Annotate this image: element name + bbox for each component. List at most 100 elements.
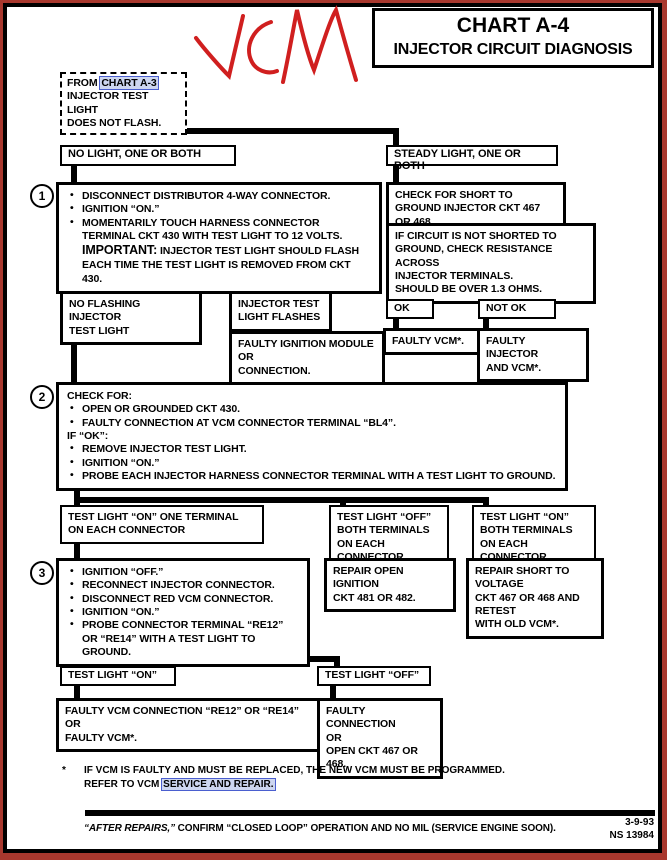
faulty-connection-line: OPEN CKT 467 OR 468. <box>326 744 418 771</box>
footnote: * IF VCM IS FAULTY AND MUST BE REPLACED,… <box>62 764 602 792</box>
important-label: IMPORTANT: <box>82 243 158 258</box>
start-from-text: FROM <box>67 77 101 89</box>
connector-line <box>71 320 77 390</box>
scribble-letter-v <box>194 14 245 80</box>
repair-open-line: REPAIR OPEN IGNITION <box>333 565 404 591</box>
connector-line <box>71 160 77 186</box>
branch-on-one-box: TEST LIGHT “ON” ONE TERMINAL ON EACH CON… <box>60 505 264 544</box>
repair-short-line: REPAIR SHORT TO VOLTAGE <box>475 565 570 591</box>
chart-subtitle: INJECTOR CIRCUIT DIAGNOSIS <box>393 41 633 58</box>
test-light-off-box: TEST LIGHT “OFF” <box>317 666 431 686</box>
chart-a3-link[interactable]: CHART A-3 <box>100 77 158 89</box>
handwritten-vcm-annotation <box>194 4 358 84</box>
connector-line <box>74 681 80 702</box>
footer-instruction: “AFTER REPAIRS,” CONFIRM “CLOSED LOOP” O… <box>84 823 564 834</box>
step-2-box: CHECK FOR: OPEN OR GROUNDED CKT 430. FAU… <box>56 382 568 492</box>
step-3-bullet: IGNITION “ON.” <box>67 605 301 619</box>
chart-title: CHART A-4 <box>456 14 570 37</box>
important-text: INJECTOR TEST LIGHT SHOULD FLASH EACH TI… <box>82 245 360 285</box>
faulty-vcm-connection-box: FAULTY VCM CONNECTION “RE12” OR “RE14” O… <box>56 698 354 752</box>
light-flashes-line: LIGHT FLASHES <box>238 311 321 324</box>
footer-document-number: NS 13984 <box>609 829 654 841</box>
step-3-number: 3 <box>30 561 54 585</box>
connector-line <box>483 314 489 332</box>
branch-no-light-box: NO LIGHT, ONE OR BOTH <box>60 145 236 166</box>
step-2-bullet: REMOVE INJECTOR TEST LIGHT. <box>67 442 559 456</box>
step-3-bullet: IGNITION “OFF.” <box>67 565 301 579</box>
faulty-injector-line: AND VCM*. <box>486 361 542 374</box>
faulty-vcm-connection-line: FAULTY VCM*. <box>65 731 137 744</box>
step-3-bullet: PROBE CONNECTOR TERMINAL “RE12” OR “RE14… <box>67 618 301 659</box>
chart-header-box: CHART A-4 INJECTOR CIRCUIT DIAGNOSIS <box>372 8 654 68</box>
footer-italic-text: “AFTER REPAIRS,” <box>84 823 175 834</box>
footer-meta: 3-9-93 NS 13984 <box>556 817 654 842</box>
footer-date: 3-9-93 <box>625 817 654 828</box>
start-line1: FROM CHART A-3 <box>67 77 180 90</box>
scribble-letter-c <box>247 20 279 75</box>
faulty-vcm-box: FAULTY VCM*. <box>383 328 487 356</box>
step-3-bullet: DISCONNECT RED VCM CONNECTOR. <box>67 592 301 606</box>
service-and-repair-link[interactable]: SERVICE AND REPAIR. <box>162 779 275 790</box>
footnote-marker: * <box>62 765 66 776</box>
faulty-ignition-line: OR <box>238 351 254 364</box>
repair-open-line: CKT 481 OR 482. <box>333 591 416 604</box>
repair-short-line: CKT 467 OR 468 AND RETEST <box>475 591 580 617</box>
connector-line <box>393 160 399 186</box>
footnote-line1: IF VCM IS FAULTY AND MUST BE REPLACED, T… <box>84 765 505 776</box>
connector-line <box>483 497 489 511</box>
connector-line <box>74 497 489 503</box>
step-1-important: IMPORTANT: INJECTOR TEST LIGHT SHOULD FL… <box>82 243 373 286</box>
step-1-bullet: IGNITION “ON.” <box>67 202 373 216</box>
step-2-bullet: PROBE EACH INJECTOR HARNESS CONNECTOR TE… <box>67 469 559 483</box>
connector-line <box>340 497 346 511</box>
no-flashing-line: TEST LIGHT <box>69 324 130 337</box>
scribble-letter-m <box>281 4 358 84</box>
step-2-bullet: IGNITION “ON.” <box>67 456 559 470</box>
step-1-bullet: MOMENTARILY TOUCH HARNESS CONNECTOR TERM… <box>67 216 373 244</box>
footer-text: CONFIRM “CLOSED LOOP” OPERATION AND NO M… <box>175 823 556 834</box>
step-2-bullet: FAULTY CONNECTION AT VCM CONNECTOR TERMI… <box>67 416 559 430</box>
step-3-bullet: RECONNECT INJECTOR CONNECTOR. <box>67 578 301 592</box>
step-2-if-ok: IF “OK”: <box>67 429 109 442</box>
faulty-ignition-line: FAULTY IGNITION MODULE <box>238 338 374 350</box>
faulty-connection-line: OR <box>326 731 342 744</box>
connector-line <box>330 681 336 702</box>
step-1-box: DISCONNECT DISTRIBUTOR 4-WAY CONNECTOR. … <box>56 182 382 294</box>
step-2-intro: CHECK FOR: <box>67 390 132 402</box>
step-2-number: 2 <box>30 385 54 409</box>
connector-line <box>74 540 80 564</box>
repair-open-ignition-box: REPAIR OPEN IGNITION CKT 481 OR 482. <box>324 558 456 612</box>
light-flashes-line: INJECTOR TEST <box>238 298 320 310</box>
faulty-connection-box: FAULTY CONNECTION OR OPEN CKT 467 OR 468… <box>317 698 443 779</box>
test-light-on-box: TEST LIGHT “ON” <box>60 666 176 686</box>
start-line3: DOES NOT FLASH. <box>67 116 162 129</box>
faulty-vcm-connection-line: OR <box>65 718 81 731</box>
footer-rule <box>85 810 655 816</box>
start-line2: INJECTOR TEST LIGHT <box>67 90 149 116</box>
faulty-injector-box: FAULTY INJECTOR AND VCM*. <box>477 328 589 382</box>
connector-line <box>393 314 399 332</box>
faulty-ignition-line: CONNECTION. <box>238 364 311 377</box>
branch-steady-light-box: STEADY LIGHT, ONE OR BOTH <box>386 145 558 172</box>
no-flashing-line: NO FLASHING INJECTOR <box>69 298 141 324</box>
footnote-line2: REFER TO VCM SERVICE AND REPAIR. <box>84 778 602 792</box>
start-box: FROM CHART A-3 INJECTOR TEST LIGHT DOES … <box>60 72 187 136</box>
light-flashes-box: INJECTOR TEST LIGHT FLASHES <box>229 291 332 332</box>
resistance-line: IF CIRCUIT IS NOT SHORTED TO <box>395 230 557 242</box>
resistance-line: SHOULD BE OVER 1.3 OHMS. <box>395 283 542 296</box>
resistance-line: GROUND, CHECK RESISTANCE ACROSS <box>395 243 553 269</box>
faulty-connection-line: FAULTY CONNECTION <box>326 705 396 731</box>
faulty-vcm-connection-line: FAULTY VCM CONNECTION “RE12” OR “RE14” <box>65 705 299 717</box>
no-flashing-box: NO FLASHING INJECTOR TEST LIGHT <box>60 291 202 345</box>
faulty-injector-line: FAULTY INJECTOR <box>486 335 539 361</box>
footnote-line2-text: REFER TO VCM <box>84 779 163 790</box>
step-3-box: IGNITION “OFF.” RECONNECT INJECTOR CONNE… <box>56 558 310 668</box>
not-ok-box: NOT OK <box>478 299 556 319</box>
ok-box: OK <box>386 299 434 319</box>
connector-line <box>393 128 399 150</box>
resistance-line: INJECTOR TERMINALS. <box>395 269 514 282</box>
repair-short-line: WITH OLD VCM*. <box>475 618 559 631</box>
resistance-box: IF CIRCUIT IS NOT SHORTED TO GROUND, CHE… <box>386 223 596 304</box>
connector-line <box>71 128 399 134</box>
